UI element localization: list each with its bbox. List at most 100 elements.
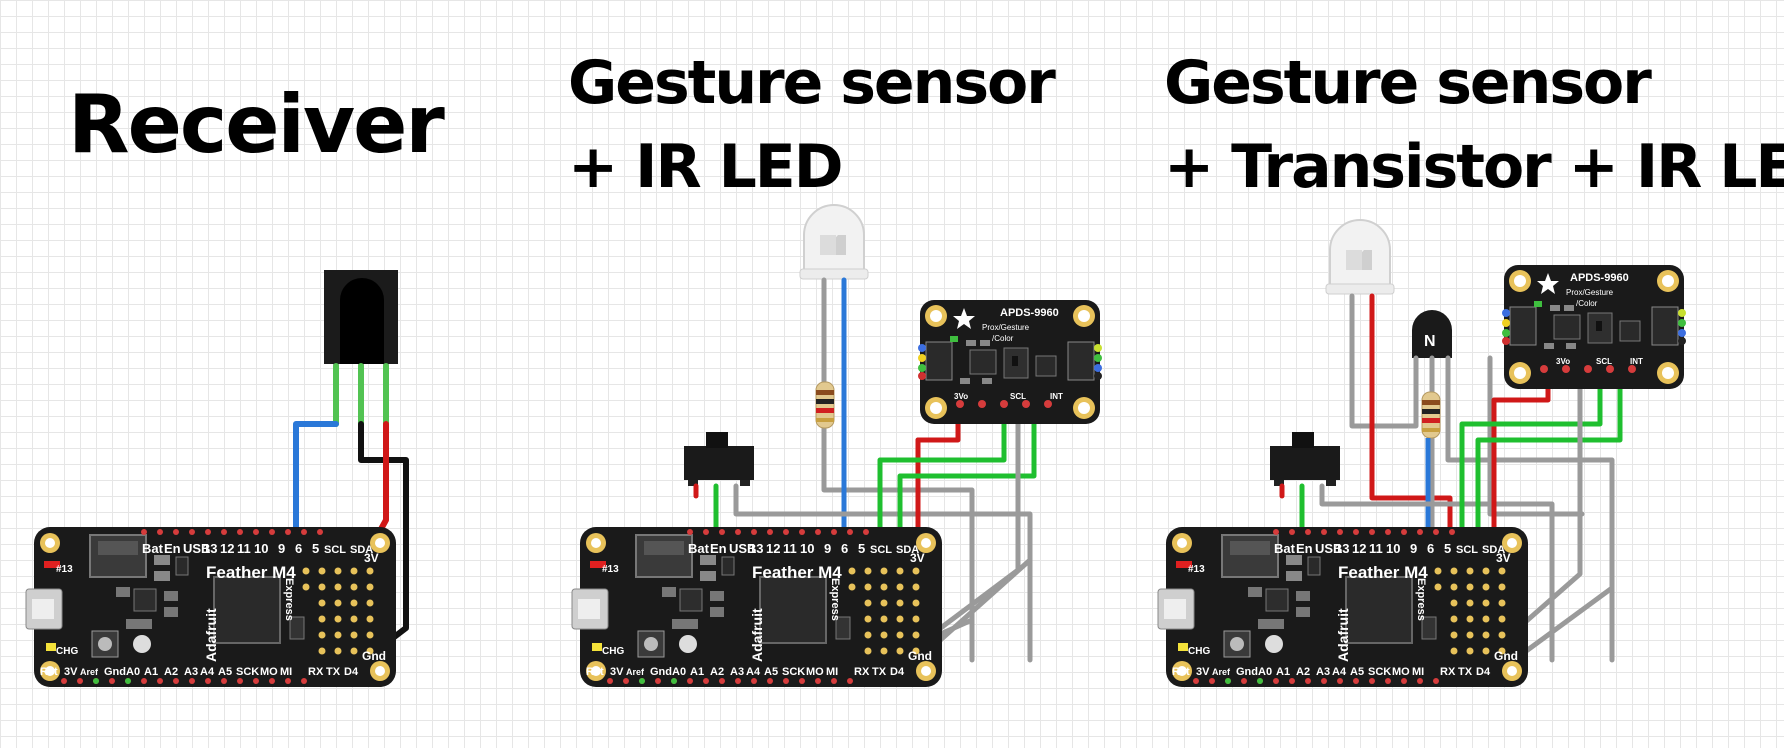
pin-a3-2: A3: [730, 666, 744, 678]
pin-rst-3: Rst: [1172, 666, 1190, 678]
sub-label-1: Express: [283, 578, 295, 621]
sensor-pin-3vo-1: 3Vo: [954, 392, 968, 401]
pin-rst: Rst: [40, 666, 58, 678]
slide-switch-2: [1270, 432, 1340, 486]
pin-d4: D4: [344, 666, 359, 678]
pin-sda: SDA: [350, 544, 373, 556]
pin-3v-3: 3V: [1196, 666, 1210, 678]
sensor-line2-1: Prox/Gesture: [982, 323, 1030, 332]
led-label-2: #13: [602, 564, 619, 575]
sensor-name-2: APDS-9960: [1570, 272, 1629, 284]
ir-led-1: [799, 204, 869, 280]
pin-usb-2: USB: [729, 541, 756, 556]
pin-tx-2: TX: [872, 666, 887, 678]
chg-label-2: CHG: [602, 646, 624, 657]
sensor-line3-2: /Color: [1576, 299, 1598, 308]
pin-sda-2: SDA: [896, 544, 919, 556]
chg-label-3: CHG: [1188, 646, 1210, 657]
led-label-3: #13: [1188, 564, 1205, 575]
pin-12-3: 12: [1352, 541, 1366, 556]
pin-a2-3: A2: [1296, 666, 1310, 678]
pin-aref-3: Aref: [1212, 667, 1231, 677]
pin-3v-2: 3V: [610, 666, 624, 678]
label-gnd: Gnd: [362, 649, 386, 663]
pin-6-3: 6: [1427, 541, 1434, 556]
sub-label-2: Express: [829, 578, 841, 621]
gesture-title-line2: + IR LED: [568, 132, 844, 202]
transistor-label: N: [1424, 333, 1436, 350]
slide-switch-1: [684, 432, 754, 486]
pin-a3: A3: [184, 666, 198, 678]
pin-12: 12: [220, 541, 234, 556]
pin-10: 10: [254, 541, 268, 556]
pin-a4-2: A4: [746, 666, 761, 678]
pin-a5-2: A5: [764, 666, 778, 678]
brand-label-3: Adafruit: [1335, 608, 1351, 662]
sensor-line2-2: Prox/Gesture: [1566, 288, 1614, 297]
led-label: #13: [56, 564, 73, 575]
gesture-title-line1: Gesture sensor: [568, 48, 1056, 118]
pin-5-2: 5: [858, 541, 865, 556]
pin-a5-3: A5: [1350, 666, 1364, 678]
pin-rst-2: Rst: [586, 666, 604, 678]
pin-mi: MI: [280, 666, 292, 678]
pin-a5: A5: [218, 666, 232, 678]
pin-mo: MO: [260, 666, 278, 678]
pin-sda-3: SDA: [1482, 544, 1505, 556]
pin-a1-2: A1: [690, 666, 704, 678]
board-name: Feather M4: [206, 563, 296, 582]
pin-rx-2: RX: [854, 666, 870, 678]
pin-13: 13: [203, 541, 217, 556]
pin-13-2: 13: [749, 541, 763, 556]
pin-en-3: En: [1296, 541, 1313, 556]
resistor-1: [815, 381, 835, 429]
sub-label-3: Express: [1415, 578, 1427, 621]
ir-led-2: [1325, 219, 1395, 295]
transistor-title-line1: Gesture sensor: [1164, 48, 1652, 118]
pin-bat-3: Bat: [1274, 541, 1296, 556]
gesture-panel: [571, 204, 1103, 688]
resistor-2: [1421, 391, 1441, 439]
board-name-2: Feather M4: [752, 563, 842, 582]
pin-a0-2: A0: [672, 666, 686, 678]
pin-a2-2: A2: [710, 666, 724, 678]
label-3v: 3V: [364, 551, 379, 565]
board-name-3: Feather M4: [1338, 563, 1428, 582]
pin-usb-3: USB: [1315, 541, 1342, 556]
brand-label-2: Adafruit: [749, 608, 765, 662]
pin-gnd: Gnd: [104, 666, 126, 678]
pin-6: 6: [295, 541, 302, 556]
chg-label: CHG: [56, 646, 78, 657]
label-gnd-2: Gnd: [908, 649, 932, 663]
pin-rx: RX: [308, 666, 324, 678]
pin-en-2: En: [710, 541, 727, 556]
pin-en: En: [164, 541, 181, 556]
transistor-panel: [1157, 219, 1687, 688]
pin-a4: A4: [200, 666, 215, 678]
pin-11-3: 11: [1369, 541, 1383, 556]
pin-d4-2: D4: [890, 666, 905, 678]
pin-scl-3: SCL: [1456, 544, 1478, 556]
sensor-pin-scl-2: SCL: [1596, 357, 1612, 366]
pin-aref-2: Aref: [626, 667, 645, 677]
sensor-name-1: APDS-9960: [1000, 307, 1059, 319]
pin-mi-3: MI: [1412, 666, 1424, 678]
receiver-panel: [25, 270, 409, 688]
pin-10-2: 10: [800, 541, 814, 556]
label-3v-2: 3V: [910, 551, 925, 565]
pin-gnd-2: Gnd: [650, 666, 672, 678]
sensor-line3-1: /Color: [992, 334, 1014, 343]
pin-gnd-3: Gnd: [1236, 666, 1258, 678]
pin-sck: SCK: [236, 666, 259, 678]
receiver-title: Receiver: [68, 78, 445, 171]
pin-usb: USB: [183, 541, 210, 556]
pin-bat-2: Bat: [688, 541, 710, 556]
pin-rx-3: RX: [1440, 666, 1456, 678]
pin-scl-2: SCL: [870, 544, 892, 556]
pin-sck-2: SCK: [782, 666, 805, 678]
pin-sck-3: SCK: [1368, 666, 1391, 678]
pin-6-2: 6: [841, 541, 848, 556]
pin-13-3: 13: [1335, 541, 1349, 556]
sensor-pin-scl-1: SCL: [1010, 392, 1026, 401]
